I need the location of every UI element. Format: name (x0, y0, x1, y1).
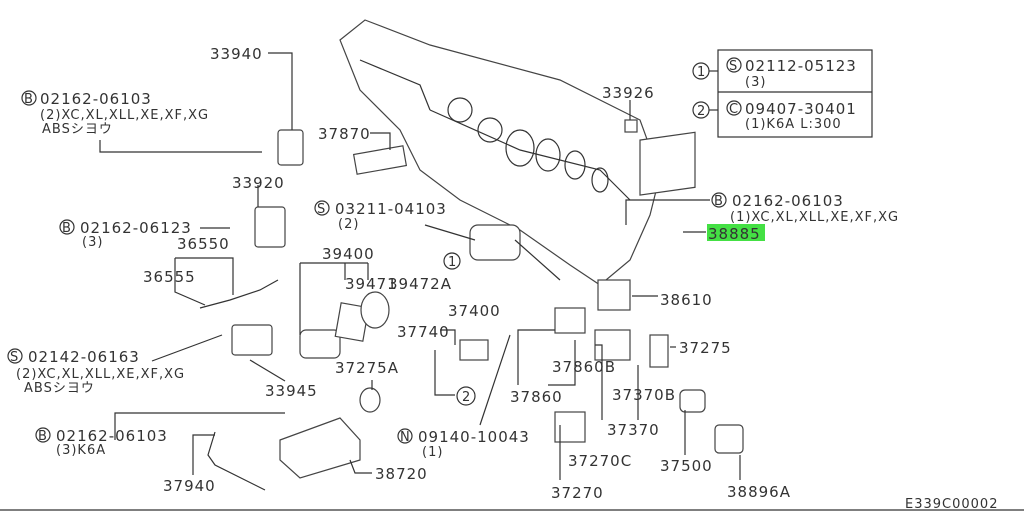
callout-note: ABSシヨウ (42, 122, 113, 137)
prefix-b: B (62, 221, 72, 236)
legend-note-1: (3) (745, 75, 766, 90)
callout-33920[interactable]: 33920 (232, 174, 285, 192)
callout-33940[interactable]: 33940 (210, 45, 263, 63)
callout-labels: 33940 B 02162-06103 (2)XC,XL,XLL,XE,XF,X… (7, 45, 998, 512)
callout-36555[interactable]: 36555 (143, 268, 196, 286)
callout-37270c[interactable]: 37270C (568, 452, 632, 470)
prefix-b: B (714, 194, 724, 209)
callout-note: ABSシヨウ (24, 381, 95, 396)
prefix-s: S (10, 350, 19, 365)
part-33926-shape (624, 119, 638, 133)
callout-37500[interactable]: 37500 (660, 457, 713, 475)
instrument-panel-drawing (339, 19, 696, 286)
callout-note: (2)XC,XL,XLL,XE,XF,XG (16, 367, 185, 382)
callout-37370b[interactable]: 37370B (612, 386, 676, 404)
callout-39472a[interactable]: 39472A (388, 275, 452, 293)
part-37500-shape (679, 389, 706, 413)
part-37400-shape (469, 224, 521, 261)
part-37940-shape (207, 431, 266, 491)
callout-note: (3)K6A (56, 443, 106, 458)
diagram-id: E339C00002 (905, 497, 998, 512)
part-36555-shape (199, 279, 279, 309)
part-39472a-shape (360, 291, 390, 329)
callout-39400[interactable]: 39400 (322, 245, 375, 263)
part-37870-shape (352, 145, 408, 175)
callout-37860b[interactable]: 37860B (552, 358, 616, 376)
part-37275a-shape (359, 387, 381, 413)
legend-part-1: 02112-05123 (745, 57, 857, 75)
part-37860b-shape (554, 307, 586, 334)
part-33940-shape (277, 129, 304, 166)
legend-marker-2: 2 (697, 104, 706, 119)
callout-02162-06123[interactable]: 02162-06123 (80, 219, 192, 237)
prefix-n: N (400, 430, 411, 445)
callout-note: (2)XC,XL,XLL,XE,XF,XG (40, 108, 209, 123)
part-39400-shape (299, 329, 341, 359)
callout-37400[interactable]: 37400 (448, 302, 501, 320)
callout-37940[interactable]: 37940 (163, 477, 216, 495)
callout-33926[interactable]: 33926 (602, 84, 655, 102)
legend-marker-1: 1 (697, 65, 706, 80)
prefix-b: B (24, 92, 34, 107)
callout-37270[interactable]: 37270 (551, 484, 604, 502)
callout-37275a[interactable]: 37275A (335, 359, 399, 377)
callout-note: (2) (338, 217, 359, 232)
legend-part-2: 09407-30401 (745, 100, 857, 118)
callout-02162-06103-k6a[interactable]: 02162-06103 (56, 427, 168, 445)
prefix-s: S (317, 202, 326, 217)
part-38720-shape (279, 417, 361, 479)
part-37740-shape (459, 339, 489, 361)
callout-02162-06103-right[interactable]: 02162-06103 (732, 192, 844, 210)
highlight-38885 (707, 224, 765, 241)
leader-lines (0, 52, 1024, 511)
callout-36550[interactable]: 36550 (177, 235, 230, 253)
callout-02142-06163[interactable]: 02142-06163 (28, 348, 140, 366)
callout-note: (1) (422, 445, 443, 460)
marker-2: 2 (462, 390, 471, 405)
part-33945-shape (231, 324, 273, 356)
legend-box: 1 2 S 02112-05123 (3) C 09407-30401 (1)K… (692, 49, 873, 138)
callout-02162-06103[interactable]: 02162-06103 (40, 90, 152, 108)
legend-note-2: (1)K6A L:300 (745, 117, 842, 132)
part-38896a-shape (714, 424, 744, 454)
callout-38610[interactable]: 38610 (660, 291, 713, 309)
legend-prefix-1: S (729, 59, 738, 74)
callout-39471[interactable]: 39471 (345, 275, 398, 293)
callout-note: (1)XC,XL,XLL,XE,XF,XG (730, 210, 899, 225)
callout-37275[interactable]: 37275 (679, 339, 732, 357)
part-38610-shape (597, 279, 631, 311)
marker-1: 1 (448, 255, 457, 270)
callout-note: (3) (82, 235, 103, 250)
component-drawings (199, 119, 744, 491)
callout-37370[interactable]: 37370 (607, 421, 660, 439)
callout-09140-10043[interactable]: 09140-10043 (418, 428, 530, 446)
callout-38720[interactable]: 38720 (375, 465, 428, 483)
callout-38896a[interactable]: 38896A (727, 483, 791, 501)
callout-37740[interactable]: 37740 (397, 323, 450, 341)
callout-33945[interactable]: 33945 (265, 382, 318, 400)
callout-38885-highlighted[interactable]: 38885 (708, 225, 761, 243)
callout-37870[interactable]: 37870 (318, 125, 371, 143)
prefix-b: B (38, 429, 48, 444)
part-37275-shape (649, 334, 669, 368)
callout-37860[interactable]: 37860 (510, 388, 563, 406)
part-33920-shape (254, 206, 286, 248)
legend-prefix-2: C (729, 102, 739, 117)
callout-03211-04103[interactable]: 03211-04103 (335, 200, 447, 218)
